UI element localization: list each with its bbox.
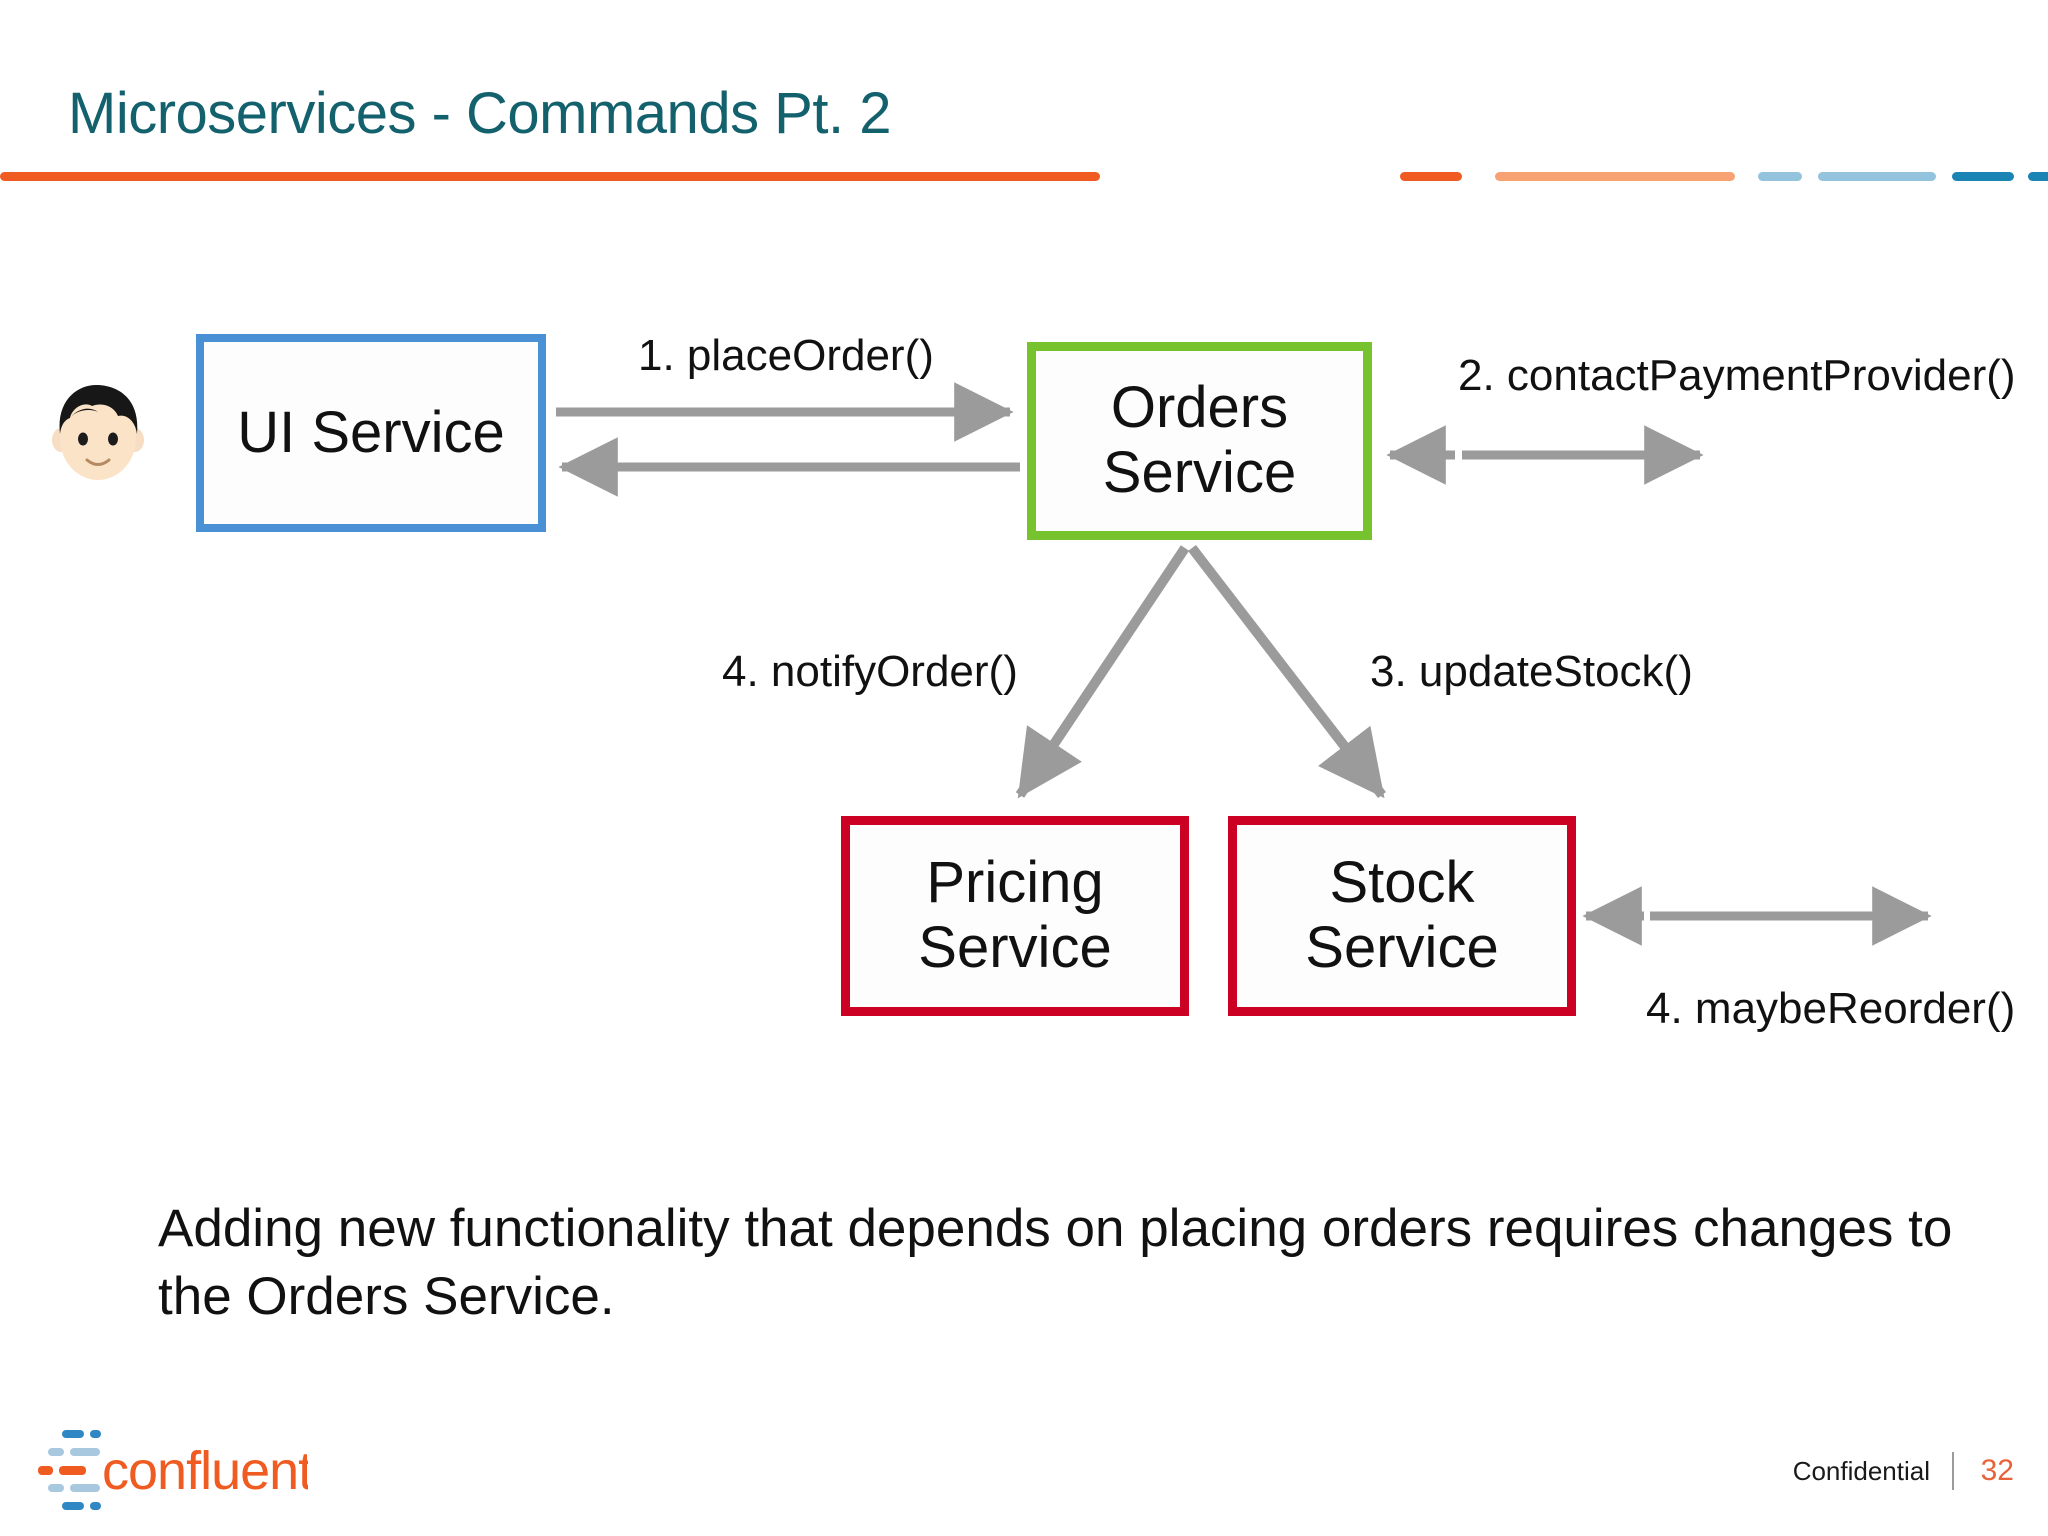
node-stock-service-label: Stock Service bbox=[1305, 850, 1499, 981]
node-stock-service-label-line1: Stock bbox=[1329, 850, 1475, 916]
confluent-wordmark: confluent bbox=[102, 1441, 308, 1501]
node-pricing-service-label: Pricing Service bbox=[918, 850, 1112, 981]
divider-segment-orange-short bbox=[1400, 172, 1462, 181]
divider-segment-blue-light-med bbox=[1818, 172, 1936, 181]
page-title: Microservices - Commands Pt. 2 bbox=[68, 81, 891, 146]
divider-segment-orange-light bbox=[1495, 172, 1735, 181]
arrow-orders-to-stock bbox=[1188, 544, 1386, 799]
node-stock-service[interactable]: Stock Service bbox=[1228, 816, 1576, 1016]
divider-segment-blue-light-small bbox=[1758, 172, 1802, 181]
edge-label-maybe-reorder: 4. maybeReorder() bbox=[1646, 984, 2016, 1033]
title-divider bbox=[0, 172, 2048, 184]
node-orders-service-label: Orders Service bbox=[1102, 375, 1297, 506]
footer-page-number: 32 bbox=[1980, 1454, 2014, 1487]
node-pricing-service-label-line2: Service bbox=[918, 915, 1112, 980]
user-avatar-icon bbox=[40, 376, 156, 494]
divider-segment-blue-dark bbox=[1952, 172, 2014, 181]
divider-segment-orange-long bbox=[0, 172, 1100, 181]
node-ui-service[interactable]: UI Service bbox=[196, 334, 546, 532]
arrow-orders-to-pricing bbox=[1015, 545, 1190, 799]
edge-label-contact-payment-provider: 2. contactPaymentProvider() bbox=[1458, 351, 2016, 400]
node-pricing-service-label-line1: Pricing bbox=[926, 850, 1104, 916]
node-orders-service[interactable]: Orders Service bbox=[1027, 342, 1372, 540]
node-orders-service-label-line2: Service bbox=[1102, 440, 1297, 505]
confluent-logo-mark bbox=[38, 1430, 101, 1510]
edge-label-update-stock: 3. updateStock() bbox=[1370, 647, 1693, 696]
edge-label-place-order: 1. placeOrder() bbox=[638, 331, 934, 380]
footer-separator bbox=[1952, 1452, 1954, 1490]
footer-meta: Confidential 32 bbox=[1793, 1449, 2014, 1493]
node-stock-service-label-line2: Service bbox=[1305, 915, 1499, 980]
edge-label-notify-order: 4. notifyOrder() bbox=[722, 647, 1018, 696]
slide-body-text: Adding new functionality that depends on… bbox=[158, 1199, 1953, 1326]
node-pricing-service[interactable]: Pricing Service bbox=[841, 816, 1189, 1016]
node-orders-service-label-line1: Orders bbox=[1110, 375, 1289, 441]
confluent-logo: confluent bbox=[38, 1424, 314, 1516]
footer-confidential-label: Confidential bbox=[1792, 1455, 1930, 1486]
divider-segment-blue-dark-small bbox=[2028, 172, 2048, 181]
node-ui-service-label: UI Service bbox=[237, 399, 505, 465]
